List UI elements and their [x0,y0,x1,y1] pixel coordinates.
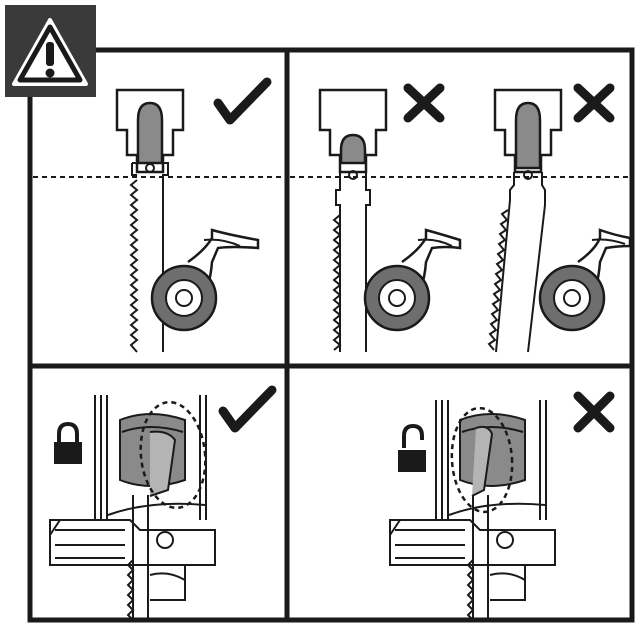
jigsaw-blade-tilted [487,170,546,353]
blade-clamp-mechanism [389,400,556,621]
panel-top-left [115,77,272,353]
roller-guide [150,228,260,332]
check-mark-icon [218,385,277,433]
highlight-ellipse [139,400,207,510]
panel-top-right-b [487,83,632,353]
panel-top-right-a [318,83,462,352]
roller-guide [538,228,632,332]
panel-bottom-right [389,391,615,621]
warning-triangle-icon [5,5,96,97]
jigsaw-blade [129,162,169,353]
highlight-ellipse [450,406,514,514]
blade-tang [339,133,367,165]
jigsaw-blade [332,170,371,352]
roller-guide [363,228,462,332]
cross-mark-icon [573,391,615,433]
diagram-frame [27,47,635,623]
panel-bottom-left [49,385,277,621]
cross-mark-icon [403,83,445,123]
cross-mark-icon [573,83,615,123]
blade-tang [514,101,542,170]
open-padlock-icon [398,423,426,472]
closed-padlock-icon [54,421,82,464]
blade-tang [136,101,164,165]
blade-clamp-mechanism [49,395,216,621]
check-mark-icon [213,77,272,125]
